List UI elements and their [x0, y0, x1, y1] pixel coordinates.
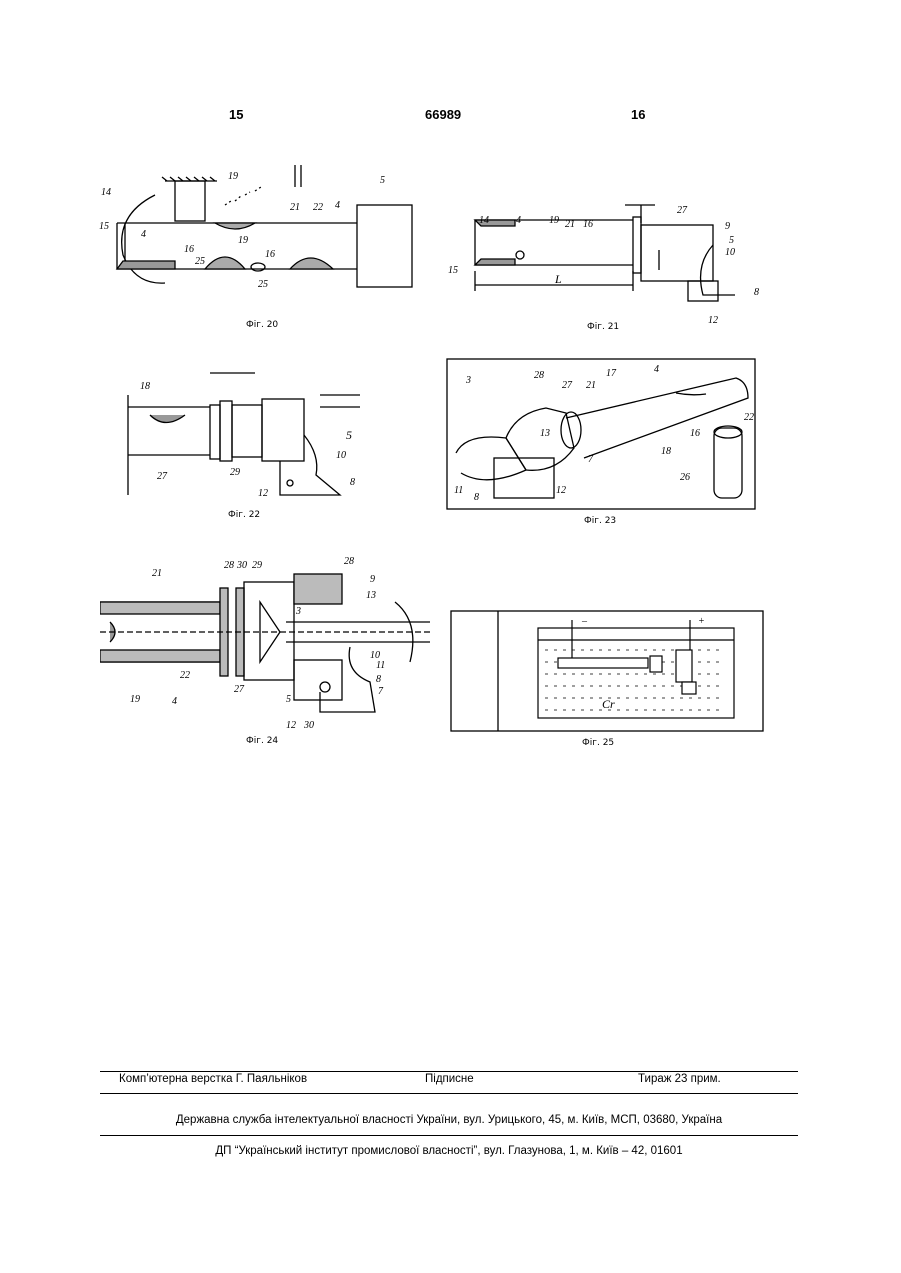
svg-text:13: 13: [366, 590, 376, 601]
footer-agency: Державна служба інтелектуальної власност…: [100, 1114, 798, 1126]
svg-text:18: 18: [140, 381, 150, 392]
svg-text:27: 27: [157, 471, 168, 482]
footer-institute: ДП “Український інститут промислової вла…: [100, 1145, 798, 1157]
svg-text:5: 5: [729, 235, 734, 246]
svg-text:4: 4: [141, 229, 146, 240]
svg-text:L: L: [554, 272, 562, 286]
svg-text:14: 14: [479, 215, 489, 226]
svg-text:15: 15: [99, 221, 109, 232]
svg-text:21: 21: [290, 202, 300, 213]
svg-text:22: 22: [180, 670, 190, 681]
svg-text:5: 5: [380, 175, 385, 186]
svg-text:8: 8: [376, 674, 381, 685]
figure-25-drawing: – + Cr: [450, 610, 764, 732]
svg-text:5: 5: [346, 428, 352, 442]
footer-rule-bottom: [100, 1135, 798, 1136]
svg-text:3: 3: [465, 375, 471, 386]
svg-text:4: 4: [172, 696, 177, 707]
minus-sign: –: [581, 616, 588, 627]
svg-text:14: 14: [101, 187, 111, 198]
figure-22-drawing: 18 27 29 5 10 12 8: [110, 355, 390, 505]
svg-text:30: 30: [236, 560, 247, 571]
svg-text:19: 19: [130, 694, 140, 705]
svg-text:29: 29: [230, 467, 240, 478]
svg-text:16: 16: [265, 249, 275, 260]
svg-text:27: 27: [562, 380, 573, 391]
figure-23-drawing: 3 28 27 21 17 4 22 16 18 13 7 11 8 12 26: [446, 358, 756, 510]
svg-text:16: 16: [690, 428, 700, 439]
svg-text:26: 26: [680, 472, 690, 483]
svg-text:8: 8: [350, 477, 355, 488]
svg-text:10: 10: [336, 450, 346, 461]
svg-text:9: 9: [370, 574, 375, 585]
svg-text:11: 11: [376, 660, 385, 671]
svg-text:12: 12: [258, 488, 268, 499]
svg-text:27: 27: [677, 205, 688, 216]
page-number-right: 16: [631, 107, 645, 122]
svg-text:4: 4: [516, 215, 521, 226]
chromium-label: Cr: [602, 697, 615, 711]
svg-text:4: 4: [654, 364, 659, 375]
svg-text:25: 25: [195, 256, 205, 267]
svg-text:19: 19: [228, 171, 238, 182]
svg-text:19: 19: [238, 235, 248, 246]
svg-text:12: 12: [708, 315, 718, 325]
figure-20-caption: Фіг. 20: [246, 320, 278, 330]
svg-text:13: 13: [540, 428, 550, 439]
svg-text:17: 17: [606, 368, 617, 379]
svg-text:28: 28: [224, 560, 234, 571]
page-number-left: 15: [229, 107, 243, 122]
patent-number: 66989: [425, 107, 461, 122]
svg-text:21: 21: [565, 219, 575, 230]
svg-text:10: 10: [725, 247, 735, 258]
svg-text:12: 12: [556, 485, 566, 496]
figure-20-drawing: 14 15 4 16 25 19 21 22 4 5 19 16 25: [95, 165, 425, 330]
svg-text:16: 16: [583, 219, 593, 230]
svg-text:7: 7: [378, 686, 384, 697]
svg-text:4: 4: [335, 200, 340, 211]
svg-text:11: 11: [454, 485, 463, 496]
figure-21-caption: Фіг. 21: [587, 322, 619, 332]
svg-text:28: 28: [534, 370, 544, 381]
footer-circulation: Тираж 23 прим.: [638, 1073, 721, 1085]
svg-text:28: 28: [344, 556, 354, 567]
svg-text:22: 22: [313, 202, 323, 213]
svg-text:30: 30: [303, 720, 314, 731]
svg-text:8: 8: [474, 492, 479, 503]
svg-text:7: 7: [588, 454, 594, 465]
figure-24-drawing: 21 28 30 29 28 9 13 3 22 19 4 27 5 12 30…: [100, 552, 430, 737]
svg-text:5: 5: [286, 694, 291, 705]
figure-22-caption: Фіг. 22: [228, 510, 260, 520]
figure-23-caption: Фіг. 23: [584, 516, 616, 526]
svg-text:8: 8: [754, 287, 759, 298]
figure-25-caption: Фіг. 25: [582, 738, 614, 748]
svg-text:19: 19: [549, 215, 559, 226]
svg-text:25: 25: [258, 279, 268, 290]
svg-text:9: 9: [725, 221, 730, 232]
footer-signed: Підписне: [425, 1073, 474, 1085]
figure-21-drawing: 14 15 4 19 21 16 27 9 5 10 8 12 L: [445, 195, 765, 325]
svg-text:16: 16: [184, 244, 194, 255]
svg-text:29: 29: [252, 560, 262, 571]
plus-sign: +: [698, 616, 705, 627]
footer-rule-top: [100, 1071, 798, 1072]
svg-text:22: 22: [744, 412, 754, 423]
svg-text:21: 21: [586, 380, 596, 391]
svg-text:21: 21: [152, 568, 162, 579]
svg-text:15: 15: [448, 265, 458, 276]
svg-text:12: 12: [286, 720, 296, 731]
footer-rule-middle: [100, 1093, 798, 1094]
svg-text:3: 3: [295, 606, 301, 617]
footer-layout-credit: Комп’ютерна верстка Г. Паяльніков: [119, 1073, 307, 1085]
figure-24-caption: Фіг. 24: [246, 736, 278, 746]
svg-text:27: 27: [234, 684, 245, 695]
svg-text:18: 18: [661, 446, 671, 457]
